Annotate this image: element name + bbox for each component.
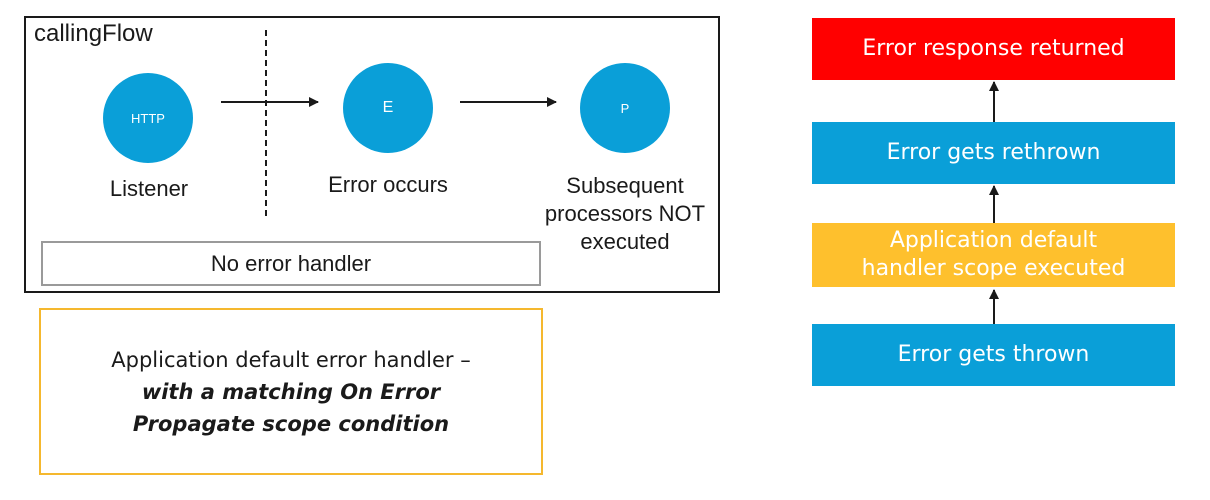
processor-node: P [580,63,670,153]
default-handler-line-2: with a matching On Error [141,379,441,404]
step-error-gets-rethrown: Error gets rethrown [812,122,1175,184]
processors-label-line-2: processors NOT [544,201,706,226]
listener-label: Listener [109,176,189,201]
default-handler-line-1: Application default error handler – [111,347,471,372]
step-default-handler-executed: Application default handler scope execut… [812,223,1175,287]
default-handler-step-line-1: Application default [889,228,1098,253]
calling-flow-container [24,16,720,293]
flow-title: callingFlow [34,20,153,47]
source-divider [265,30,267,216]
step-error-gets-thrown: Error gets thrown [812,324,1175,386]
default-handler-line-3: Propagate scope condition [132,411,450,436]
no-error-handler-box: No error handler [41,241,541,286]
default-handler-step-line-2: handler scope executed [861,256,1126,281]
error-node: E [343,63,433,153]
processors-label-line-3: executed [580,229,670,254]
default-error-handler-box: Application default error handler – with… [39,308,543,475]
step-error-response-returned: Error response returned [812,18,1175,80]
error-occurs-label: Error occurs [328,172,448,197]
processors-label-line-1: Subsequent [566,173,684,198]
http-listener-node: HTTP [103,73,193,163]
subsequent-processors-label: Subsequent processors NOT executed [530,172,720,256]
